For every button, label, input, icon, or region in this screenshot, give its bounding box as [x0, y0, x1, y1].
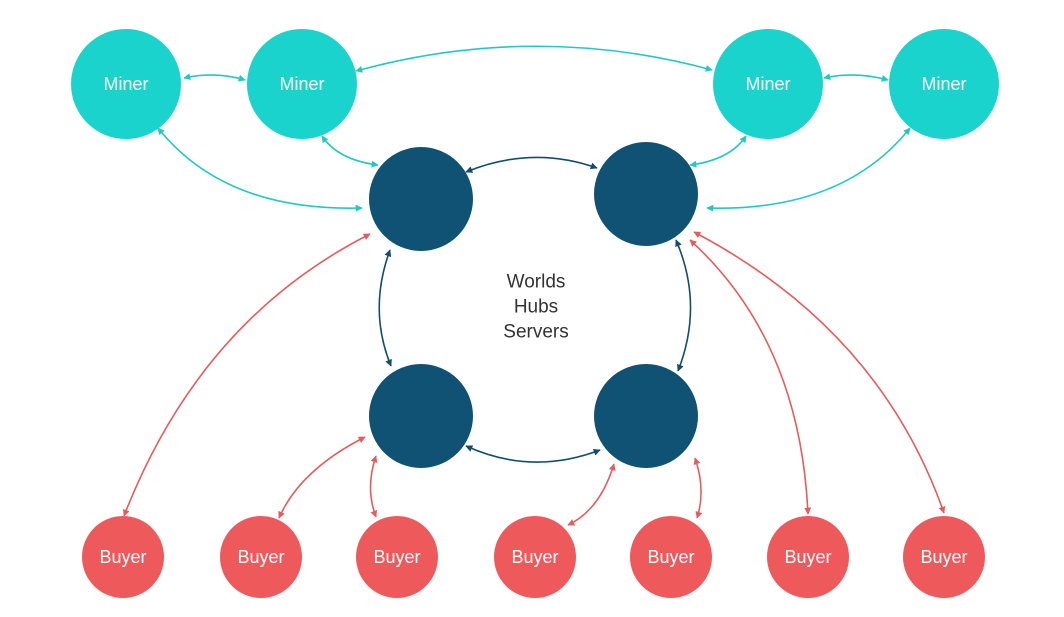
- buyer-nodes: Buyer Buyer Buyer Buyer Buyer Buyer Buye…: [82, 516, 985, 598]
- buyer-label: Buyer: [373, 547, 420, 567]
- buyer-node: Buyer: [220, 516, 302, 598]
- hub-node: [594, 142, 698, 246]
- edge-hub3-hub4: [465, 445, 601, 463]
- edge-hub2-hub4: [675, 239, 692, 372]
- miner-label: Miner: [745, 74, 790, 94]
- center-label-line: Hubs: [514, 297, 558, 318]
- center-label-line: Servers: [503, 322, 568, 343]
- hub-circle: [369, 147, 473, 251]
- buyer-circle: [82, 516, 164, 598]
- edge-miner1-hub1: [157, 127, 363, 212]
- edge-hub3-buyer2: [278, 436, 366, 519]
- buyer-circle: [630, 516, 712, 598]
- buyer-label: Buyer: [511, 547, 558, 567]
- edge-miner2-miner3: [355, 45, 713, 73]
- miner-node: Miner: [889, 29, 999, 139]
- miner-node: Miner: [71, 29, 181, 139]
- buyer-label: Buyer: [784, 547, 831, 567]
- miner-edges: [157, 45, 911, 212]
- buyer-label: Buyer: [99, 547, 146, 567]
- buyer-circle: [220, 516, 302, 598]
- buyer-label: Buyer: [237, 547, 284, 567]
- miner-node: Miner: [247, 29, 357, 139]
- miner-circle: [713, 29, 823, 139]
- miner-label: Miner: [103, 74, 148, 94]
- hub-circle: [594, 142, 698, 246]
- edge-hub4-buyer5: [693, 457, 703, 519]
- edge-hub3-buyer3: [369, 455, 378, 518]
- miner-circle: [71, 29, 181, 139]
- edge-hub2-buyer6: [689, 239, 812, 515]
- buyer-circle: [903, 516, 985, 598]
- hub-circle: [369, 364, 473, 468]
- hub-nodes: [369, 142, 698, 468]
- edge-miner3-miner4: [823, 73, 889, 82]
- buyer-node: Buyer: [494, 516, 576, 598]
- edge-hub2-buyer7: [693, 231, 946, 514]
- hub-node: [369, 147, 473, 251]
- center-label-line: Worlds: [507, 272, 566, 293]
- edge-miner2-hub1: [321, 135, 379, 168]
- buyer-circle: [494, 516, 576, 598]
- miner-nodes: Miner Miner Miner Miner: [71, 29, 999, 139]
- buyer-label: Buyer: [920, 547, 967, 567]
- edge-hub1-buyer1: [123, 233, 371, 517]
- hub-node: [594, 364, 698, 468]
- edge-hub1-hub3: [378, 249, 392, 367]
- edge-miner3-hub2: [689, 135, 747, 168]
- miner-circle: [889, 29, 999, 139]
- buyer-edges: [123, 231, 946, 526]
- buyer-label: Buyer: [647, 547, 694, 567]
- buyer-circle: [767, 516, 849, 598]
- buyer-node: Buyer: [356, 516, 438, 598]
- hub-node: [369, 364, 473, 468]
- buyer-node: Buyer: [767, 516, 849, 598]
- buyer-node: Buyer: [630, 516, 712, 598]
- miner-label: Miner: [921, 74, 966, 94]
- edge-miner1-miner2: [183, 73, 246, 82]
- edge-hub1-hub2: [465, 156, 598, 173]
- center-label: Worlds Hubs Servers: [503, 272, 568, 343]
- miner-circle: [247, 29, 357, 139]
- miner-node: Miner: [713, 29, 823, 139]
- miner-label: Miner: [279, 74, 324, 94]
- hub-circle: [594, 364, 698, 468]
- edge-miner4-hub2: [706, 127, 911, 212]
- buyer-node: Buyer: [903, 516, 985, 598]
- buyer-circle: [356, 516, 438, 598]
- edge-hub4-buyer4: [567, 463, 616, 526]
- buyer-node: Buyer: [82, 516, 164, 598]
